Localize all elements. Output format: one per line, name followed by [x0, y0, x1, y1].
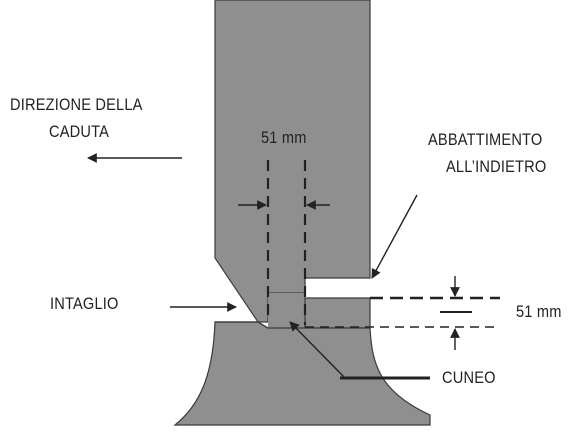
- step-height-label: 51 mm: [516, 302, 562, 321]
- direction-label-line2: CADUTA: [49, 122, 110, 141]
- wedge-label: CUNEO: [442, 368, 496, 387]
- notch-cut: [215, 321, 269, 329]
- hinge-width-label: 51 mm: [261, 128, 307, 147]
- notch-label: INTAGLIO: [50, 294, 119, 313]
- stump: [173, 321, 431, 426]
- upper-trunk: [214, 0, 371, 323]
- back-cut-label-line2: ALL’INDIETRO: [446, 157, 547, 176]
- back-cut-pointer: [371, 194, 418, 279]
- wedge-pointer: [289, 321, 346, 379]
- hinge-wood: [268, 293, 305, 328]
- back-cut-label-line1: ABBATTIMENTO: [428, 130, 543, 149]
- direction-label-line1: DIREZIONE DELLA: [10, 95, 143, 114]
- stump-step: [304, 297, 371, 329]
